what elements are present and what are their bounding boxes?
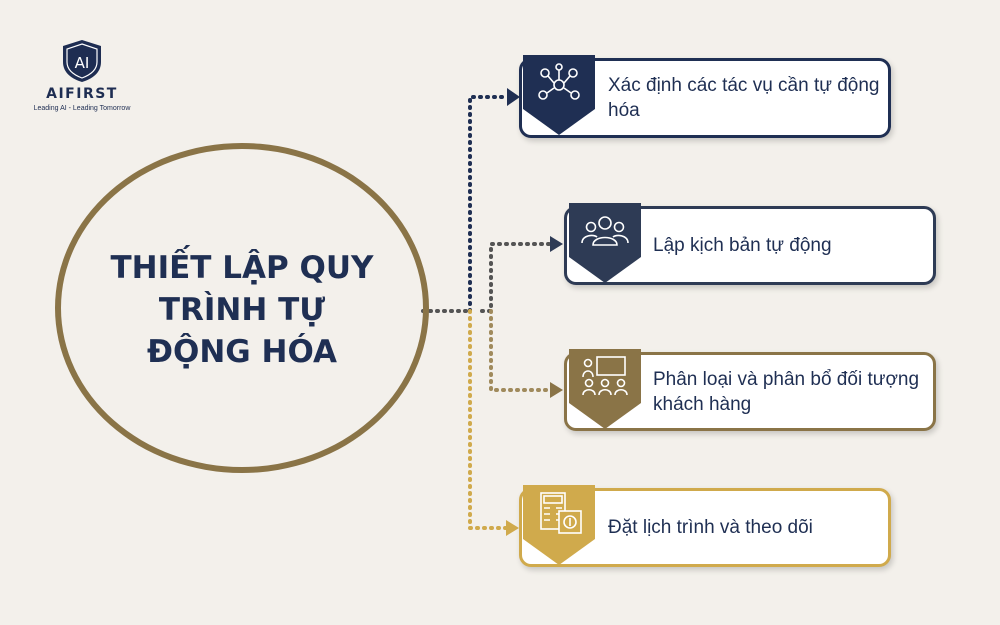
brand-tagline: Leading AI - Leading Tomorrow [33,105,131,112]
brand-logo: AI AIFIRST Leading AI - Leading Tomorrow [22,38,142,112]
center-title: THIẾT LẬP QUY TRÌNH TỰ ĐỘNG HÓA [110,250,374,370]
step-label: Xác định các tác vụ cần tự động hóa [608,75,880,121]
logo-mark-text: AI [75,54,90,72]
central-circle: THIẾT LẬP QUY TRÌNH TỰ ĐỘNG HÓA [55,143,429,473]
calendar-calculator-icon [523,485,595,567]
brand-name: AIFIRST [46,86,118,102]
shield-logo-icon: AI [63,40,101,82]
group-users-icon [569,203,641,285]
step-label: Phân loại và phân bổ đối tượng khách hàn… [653,368,920,415]
step-label: Lập kịch bản tự động [653,235,832,256]
step-label: Đặt lịch trình và theo dõi [608,517,813,538]
network-people-icon [523,55,595,137]
presentation-audience-icon [569,349,641,431]
